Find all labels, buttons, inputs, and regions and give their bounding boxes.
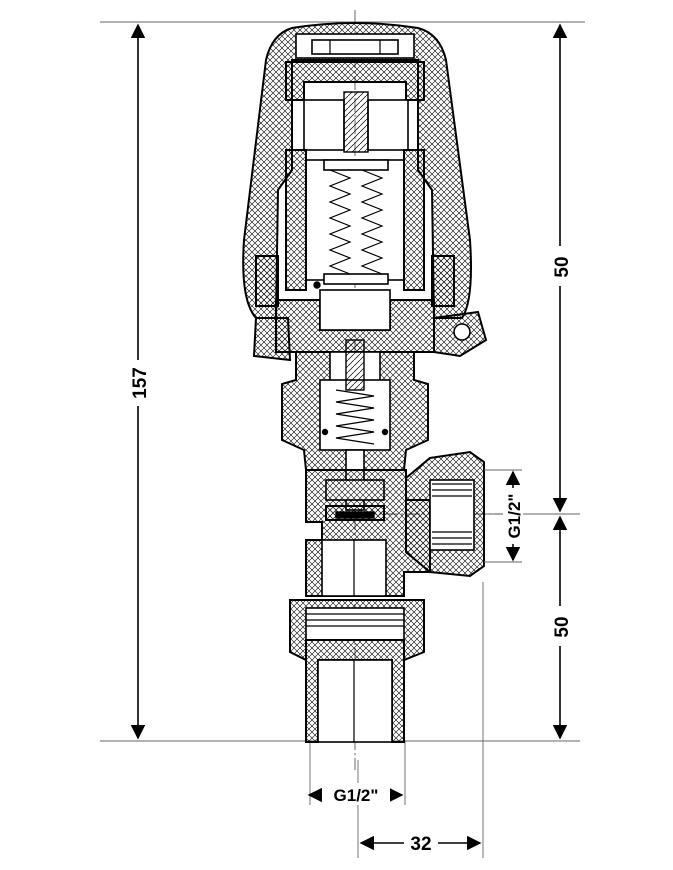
extension-lines — [100, 21, 585, 858]
bottom-union — [289, 599, 425, 743]
side-connection — [405, 450, 485, 578]
label-bottom-thread: G1/2" — [334, 786, 379, 805]
label-lower-height: 50 — [552, 616, 573, 637]
valve-body — [305, 469, 431, 597]
label-total-height: 157 — [130, 367, 151, 399]
label-side-thread: G1/2" — [505, 494, 524, 539]
dimension-labels: 157 50 50 G1/2" G1/2" 32 — [128, 246, 573, 855]
label-offset: 32 — [410, 834, 431, 855]
thermostat-head — [242, 22, 488, 362]
label-upper-height: 50 — [552, 256, 573, 277]
